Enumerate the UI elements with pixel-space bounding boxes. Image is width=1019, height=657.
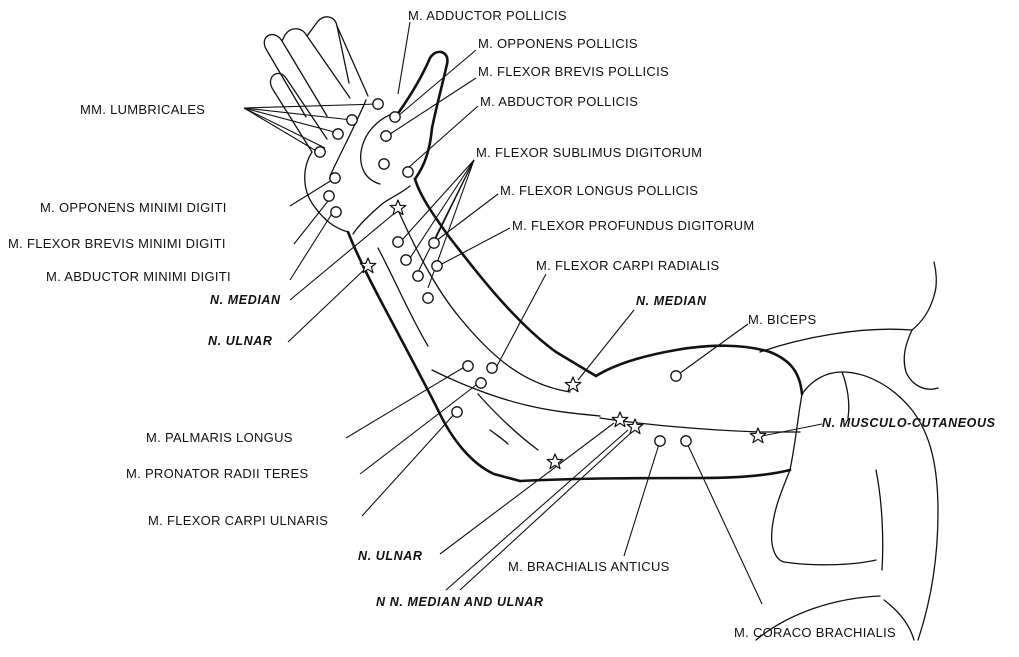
- short-forearm-mark: [490, 430, 508, 444]
- point-lumbrical-3: [333, 129, 343, 139]
- label-median-and-ulnar: N N. MEDIAN AND ULNAR: [376, 595, 544, 609]
- label-pronator-radii-teres: M. PRONATOR RADII TERES: [126, 466, 308, 481]
- point-flexor-brevis-pollicis: [379, 159, 389, 169]
- axilla-fold: [876, 470, 883, 570]
- point-abductor-pollicis: [403, 167, 413, 177]
- label-opponens-minimi-digiti: M. OPPONENS MINIMI DIGITI: [40, 200, 227, 215]
- label-musculo-cutaneous: N. MUSCULO-CUTANEOUS: [822, 416, 996, 430]
- point-brachialis: [655, 436, 665, 446]
- point-biceps: [671, 371, 681, 381]
- star-ulnar-elbow: [612, 412, 628, 427]
- label-n-median-wrist: N. MEDIAN: [210, 293, 281, 307]
- label-flexor-brevis-pollicis: M. FLEXOR BREVIS POLLICIS: [478, 64, 669, 79]
- point-lumbrical-2: [347, 115, 357, 125]
- point-coraco-brachialis: [681, 436, 691, 446]
- armpit-line: [772, 470, 790, 562]
- label-flexor-carpi-radialis: M. FLEXOR CARPI RADIALIS: [536, 258, 719, 273]
- arm-outline: [264, 17, 938, 640]
- label-flexor-longus-pollicis: M. FLEXOR LONGUS POLLICIS: [500, 183, 698, 198]
- label-n-ulnar-elbow: N. ULNAR: [358, 549, 423, 563]
- label-adductor-pollicis: M. ADDUCTOR POLLICIS: [408, 8, 567, 23]
- point-profundus-2: [423, 293, 433, 303]
- point-flexor-brevis-minimi: [324, 191, 334, 201]
- label-coraco-brachialis: M. CORACO BRACHIALIS: [734, 625, 896, 640]
- label-brachialis-anticus: M. BRACHIALIS ANTICUS: [508, 559, 670, 574]
- label-opponens-pollicis: M. OPPONENS POLLICIS: [478, 36, 638, 51]
- label-flexor-brevis-minimi-digiti: M. FLEXOR BREVIS MINIMI DIGITI: [8, 236, 226, 251]
- label-abductor-minimi-digiti: M. ABDUCTOR MINIMI DIGITI: [46, 269, 231, 284]
- star-median-ulnar: [627, 419, 643, 434]
- chest-lower-fold: [784, 560, 876, 565]
- leader-lines: [244, 22, 822, 604]
- label-biceps: M. BICEPS: [748, 312, 816, 327]
- point-sublimus-2: [429, 238, 439, 248]
- star-musculo-cutaneous: [750, 428, 766, 443]
- point-lumbrical-1: [373, 99, 383, 109]
- label-n-ulnar-wrist: N. ULNAR: [208, 334, 273, 348]
- star-median-wrist: [390, 200, 406, 215]
- shoulder-contour: [904, 330, 938, 389]
- upper-arm-upper-border: [596, 346, 802, 394]
- index-finger-radial-edge: [337, 26, 349, 83]
- upper-arm-lower-border: [520, 470, 790, 481]
- label-palmaris-longus: M. PALMARIS LONGUS: [146, 430, 293, 445]
- point-opponens-minimi: [330, 173, 340, 183]
- label-n-median-arm: N. MEDIAN: [636, 294, 707, 308]
- label-flexor-sublimus-digitorum: M. FLEXOR SUBLIMUS DIGITORUM: [476, 145, 702, 160]
- point-opponens-pollicis: [381, 131, 391, 141]
- point-longus-pollicis: [432, 261, 442, 271]
- label-flexor-carpi-ulnaris: M. FLEXOR CARPI ULNARIS: [148, 513, 328, 528]
- point-flexor-carpi-ulnaris: [452, 407, 462, 417]
- point-profundus-1: [413, 271, 423, 281]
- chest-outline: [802, 372, 938, 640]
- label-lumbricales: MM. LUMBRICALES: [80, 102, 205, 117]
- flexor-ridge-line: [478, 394, 538, 450]
- label-abductor-pollicis: M. ABDUCTOR POLLICIS: [480, 94, 638, 109]
- point-palmaris-longus: [463, 361, 473, 371]
- chest-inner-line: [842, 372, 849, 418]
- shoulder-top: [912, 262, 936, 330]
- thumb-outline: [399, 52, 447, 179]
- point-sublimus-1: [393, 237, 403, 247]
- thenar-eminence: [361, 112, 399, 184]
- point-lumbrical-4: [315, 147, 325, 157]
- point-sublimus-3: [401, 255, 411, 265]
- star-forearm: [547, 454, 563, 469]
- label-flexor-profundus-digitorum: M. FLEXOR PROFUNDUS DIGITORUM: [512, 218, 754, 233]
- point-pronator-teres: [476, 378, 486, 388]
- point-abductor-minimi: [331, 207, 341, 217]
- star-ulnar-wrist: [360, 258, 376, 273]
- labels: M. ADDUCTOR POLLICIS M. OPPONENS POLLICI…: [8, 8, 996, 640]
- shoulder-line: [760, 329, 912, 352]
- point-adductor-pollicis: [390, 112, 400, 122]
- point-flexor-carpi-radialis: [487, 363, 497, 373]
